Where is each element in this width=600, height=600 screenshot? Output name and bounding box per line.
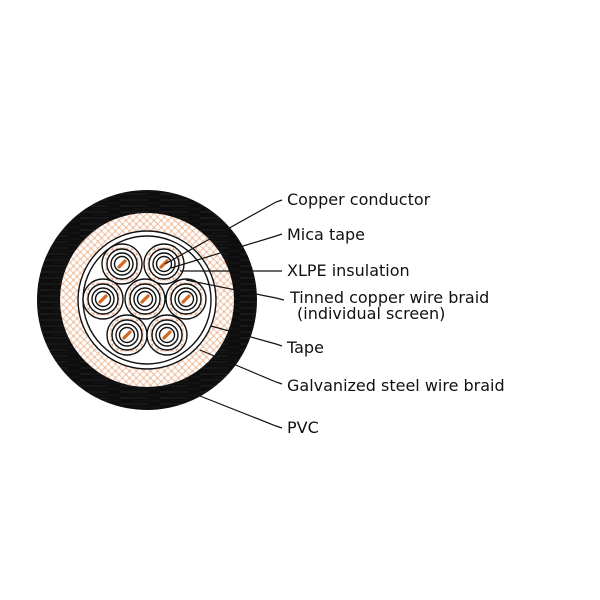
- label-xlpe-insulation: XLPE insulation: [287, 261, 410, 280]
- leader-pvc: [199, 395, 283, 429]
- label-tinned-copper-braid-sub: (individual screen): [297, 304, 445, 323]
- core-6: [105, 313, 149, 357]
- core-7: [145, 313, 189, 357]
- core-1: [100, 242, 144, 286]
- leader-copper-conductor: [164, 199, 283, 265]
- label-tape: Tape: [286, 338, 324, 357]
- leader-tape: [210, 325, 283, 347]
- leader-tinned-copper-braid: [185, 279, 285, 301]
- core-2: [142, 242, 186, 286]
- label-tinned-copper-braid: Tinned copper wire braid: [289, 288, 489, 307]
- core-4: [123, 277, 167, 321]
- core-3: [81, 277, 125, 321]
- label-galvanized-steel-braid: Galvanized steel wire braid: [287, 376, 505, 395]
- leader-galvanized-steel-braid: [199, 349, 283, 385]
- label-mica-tape: Mica tape: [287, 225, 365, 244]
- label-copper-conductor: Copper conductor: [287, 190, 431, 209]
- leader-lines: [164, 199, 285, 429]
- core-5: [164, 277, 208, 321]
- leader-mica-tape: [170, 233, 283, 269]
- label-pvc: PVC: [287, 418, 319, 437]
